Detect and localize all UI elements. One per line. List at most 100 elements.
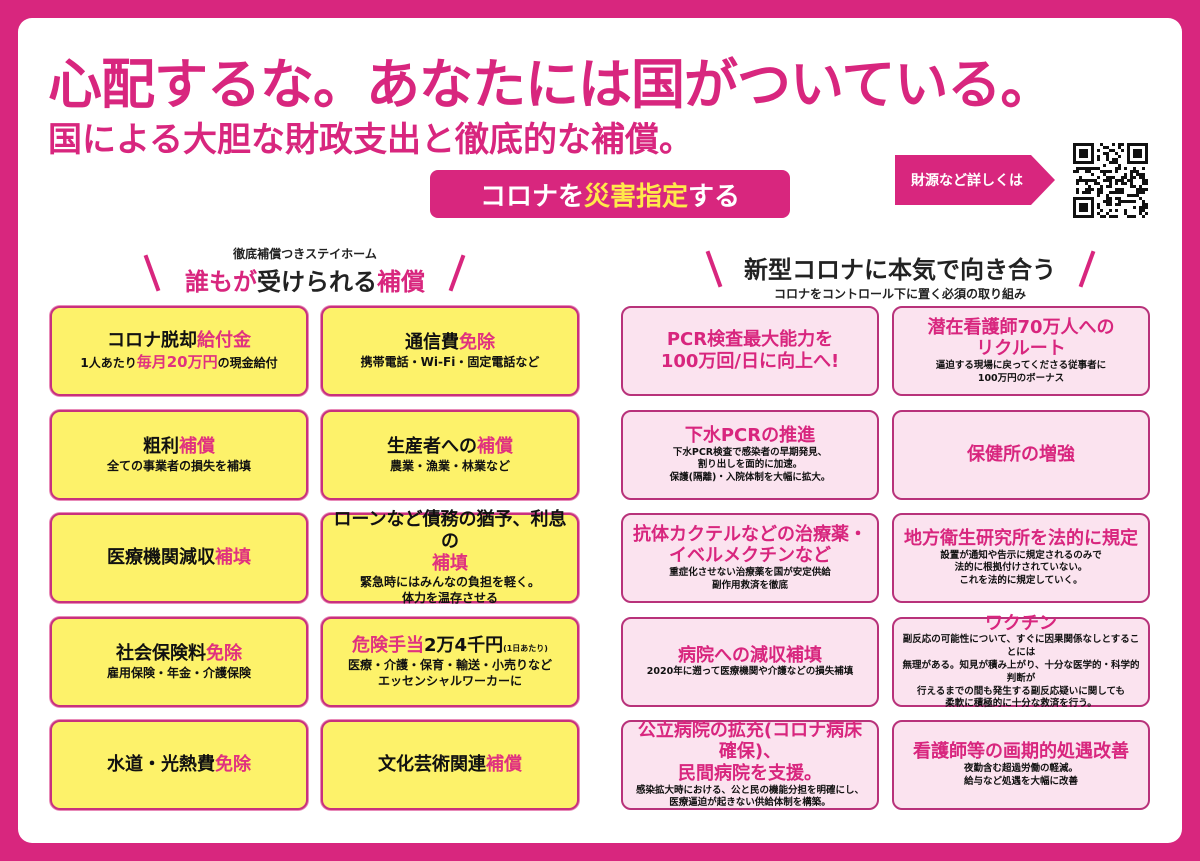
banner-text-c: する <box>688 181 741 212</box>
card-subtext-line: 100万円のボーナス <box>977 372 1065 384</box>
details-arrow-label: 財源など詳しくは <box>895 155 1055 205</box>
card-subtext-line: 副反応の可能性について、すぐに因果関係なしとすることには <box>902 634 1140 659</box>
measure-card: 公立病院の拡充(コロナ病床確保)、民間病院を支援。感染拡大時における、公と民の機… <box>621 720 879 810</box>
card-title-line: PCR検査最大能力を <box>666 329 834 351</box>
compensation-card: 社会保険料免除雇用保険・年金・介護保険 <box>50 617 308 707</box>
card-subtext: エッセンシャルワーカーに <box>378 673 522 689</box>
card-title: 文化芸術関連補償 <box>378 754 522 776</box>
measure-card: 保健所の増強 <box>892 410 1150 500</box>
card-subtext-line: 給与など処遇を大幅に改善 <box>963 775 1078 787</box>
card-title: 粗利補償 <box>143 436 215 458</box>
compensation-card: 医療機関減収補填 <box>50 513 308 603</box>
title-segment: (1日あたり) <box>503 644 548 654</box>
subtext-segment: 医療・介護・保育・輸送・小売りなど <box>347 657 552 672</box>
left-heading-a: 誰もが <box>185 268 257 296</box>
subtext-segment: 1人あたり <box>80 355 137 370</box>
title-segment: 粗利 <box>143 436 179 458</box>
card-title: 社会保険料免除 <box>116 643 242 665</box>
title-segment: 水道・光熱費 <box>107 754 215 776</box>
card-subtext-line: 感染拡大時における、公と民の機能分担を明確にし、 <box>635 784 864 796</box>
title-segment: 補填 <box>432 552 468 574</box>
title-segment: 免除 <box>215 754 251 776</box>
card-subtext-line: 行えるまでの間も発生する副反応疑いに関しても <box>917 685 1125 697</box>
card-subtext: 1人あたり毎月20万円の現金給付 <box>80 352 277 372</box>
left-heading-c: 補償 <box>377 268 425 296</box>
right-section-heading: 新型コロナに本気で向き合う コロナをコントロール下に置く必須の取り組み <box>700 250 1100 302</box>
card-title-line: 下水PCRの推進 <box>684 424 816 446</box>
compensation-card: 通信費免除携帯電話・Wi-Fi・固定電話など <box>321 306 579 396</box>
measure-card: 抗体カクテルなどの治療薬・イベルメクチンなど重症化させない治療薬を国が安定供給副… <box>621 513 879 603</box>
card-title: コロナ脱却給付金 <box>107 330 251 352</box>
card-subtext: 全ての事業者の損失を補填 <box>107 458 251 474</box>
card-title: 医療機関減収補填 <box>107 547 251 569</box>
card-title: 水道・光熱費免除 <box>107 754 251 776</box>
title-segment: 医療機関減収 <box>107 547 215 569</box>
card-subtext: 携帯電話・Wi-Fi・固定電話など <box>361 354 540 370</box>
card-title: 通信費免除 <box>405 332 495 354</box>
card-subtext-line: 法的に根拠付けされていない。 <box>954 562 1088 574</box>
right-heading: 新型コロナに本気で向き合う <box>744 256 1056 284</box>
subtext-segment: 雇用保険・年金・介護保険 <box>106 665 251 680</box>
card-subtext: 雇用保険・年金・介護保険 <box>107 665 251 681</box>
measure-card: 下水PCRの推進下水PCR検査で感染者の早期発見、割り出しを面的に加速。保護(隔… <box>621 410 879 500</box>
title-segment: 2万4千円 <box>424 635 504 657</box>
card-title-line: 地方衛生研究所を法的に規定 <box>904 527 1138 549</box>
card-subtext-line: 夜勤含む超過労働の軽減。 <box>963 762 1078 774</box>
card-subtext: 農業・漁業・林業など <box>390 458 510 474</box>
card-subtext: 緊急時にはみんなの負担を軽く。 <box>360 574 540 590</box>
card-title-line: 抗体カクテルなどの治療薬・ <box>633 523 867 545</box>
title-segment: 給付金 <box>197 330 251 352</box>
subtext-segment: エッセンシャルワーカーに <box>377 673 522 688</box>
card-title-line: 潜在看護師70万人への <box>927 316 1115 338</box>
measure-card: ワクチン副反応の可能性について、すぐに因果関係なしとすることには無理がある。知見… <box>892 613 1150 709</box>
compensation-card: 生産者への補償農業・漁業・林業など <box>321 410 579 500</box>
title-segment: 免除 <box>459 332 495 354</box>
subtext-segment: 毎月20万円 <box>136 352 218 371</box>
title-segment: 利息の <box>441 509 567 553</box>
card-subtext-line: 割り出しを面的に加速。 <box>697 459 803 471</box>
card-subtext-line: 2020年に遡って医療機関や介護などの損失補填 <box>646 666 854 678</box>
title-segment: 補償 <box>477 436 513 458</box>
left-section-heading: 徹底補償つきステイホーム 誰もが受けられる補償 <box>130 245 480 297</box>
qr-code-icon[interactable] <box>1073 143 1148 218</box>
card-subtext: 体力を温存させる <box>402 590 498 606</box>
subtext-segment: 体力を温存させる <box>401 591 498 606</box>
card-subtext-line: 設置が通知や告示に規定されるのみで <box>940 549 1102 561</box>
title-segment: 補償 <box>179 436 215 458</box>
title-segment: 補填 <box>215 547 251 569</box>
measure-card: 地方衛生研究所を法的に規定設置が通知や告示に規定されるのみで法的に根拠付けされて… <box>892 513 1150 603</box>
compensation-card: 水道・光熱費免除 <box>50 720 308 810</box>
card-title-line: イベルメクチンなど <box>669 545 831 567</box>
card-subtext-line: 保護(隔離)・入院体制を大幅に拡大。 <box>669 472 831 484</box>
title-segment: 生産者への <box>387 436 477 458</box>
card-subtext-line: 逼迫する現場に戻ってくださる従事者に <box>935 359 1107 371</box>
compensation-card: ローンなど債務の猶予、利息の補填緊急時にはみんなの負担を軽く。体力を温存させる <box>321 509 579 606</box>
card-title: ローンなど債務の猶予、利息の補填 <box>331 509 569 574</box>
measure-card: 看護師等の画期的処遇改善夜勤含む超過労働の軽減。給与など処遇を大幅に改善 <box>892 720 1150 810</box>
card-title-line: 民間病院を支援。 <box>678 762 822 784</box>
title-segment: ローンなど債務の猶予、 <box>333 509 531 531</box>
subtext-segment: 全ての事業者の損失を補填 <box>106 458 251 473</box>
card-title-line: 100万回/日に向上へ! <box>660 351 840 372</box>
card-subtext-line: 無理がある。知見が積み上がり、十分な医学的・科学的判断が <box>902 659 1140 684</box>
title-segment: コロナ脱却 <box>107 330 197 352</box>
compensation-card: 危険手当2万4千円(1日あたり)医療・介護・保育・輸送・小売りなどエッセンシャル… <box>321 617 579 707</box>
card-title-line: 病院への減収補填 <box>678 644 822 666</box>
card-title-line: 看護師等の画期的処遇改善 <box>913 741 1129 763</box>
card-subtext-line: 下水PCR検査で感染者の早期発見、 <box>672 446 828 458</box>
subtext-segment: 緊急時にはみんなの負担を軽く。 <box>359 575 540 590</box>
banner-text-a: コロナを <box>479 181 584 212</box>
card-subtext-line: 副作用救済を徹底 <box>711 579 788 591</box>
subtext-segment: 農業・漁業・林業など <box>389 458 510 473</box>
right-kicker: コロナをコントロール下に置く必須の取り組み <box>773 287 1026 301</box>
card-title: 生産者への補償 <box>387 436 513 458</box>
main-title: 心配するな。あなたには国がついている。 <box>48 53 1054 116</box>
card-subtext-line: これを法的に規定していく。 <box>959 575 1083 587</box>
left-kicker: 徹底補償つきステイホーム <box>233 247 377 261</box>
disaster-designation-banner: コロナを災害指定する <box>430 170 790 218</box>
card-title-line: 公立病院の拡充(コロナ病床確保)、 <box>637 719 863 763</box>
